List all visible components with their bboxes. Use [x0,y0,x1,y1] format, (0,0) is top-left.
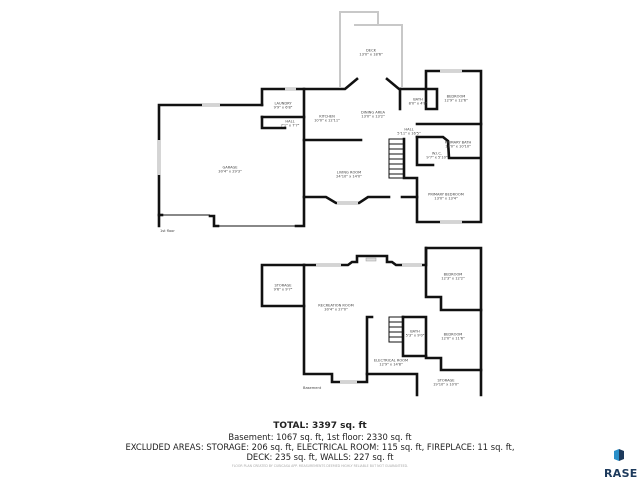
total-area: TOTAL: 3397 sq. ft [273,421,367,431]
floor-areas: Basement: 1067 sq. ft, 1st floor: 2330 s… [228,432,412,442]
floor-label-first: 1st floor [160,229,175,233]
logo-icon [614,449,624,461]
basement-walls [260,246,483,397]
basement-stairs [388,316,404,343]
excluded-areas-continued: DECK: 235 sq. ft, WALLS: 227 sq. ft [246,452,394,462]
rase-logo: RASE [604,447,638,480]
excluded-areas: EXCLUDED AREAS: STORAGE: 206 sq. ft, ELE… [125,442,515,452]
stairs [388,138,405,179]
credit-text: FLOOR PLAN CREATED BY CUBICASA APP. MEAS… [231,464,409,468]
floor-label-basement: Basement [303,386,322,390]
room-label-wic: W.I.C.9'7" x 5'10" [426,151,448,160]
logo-text: RASE [604,467,638,480]
first-floor-walls [157,11,483,228]
